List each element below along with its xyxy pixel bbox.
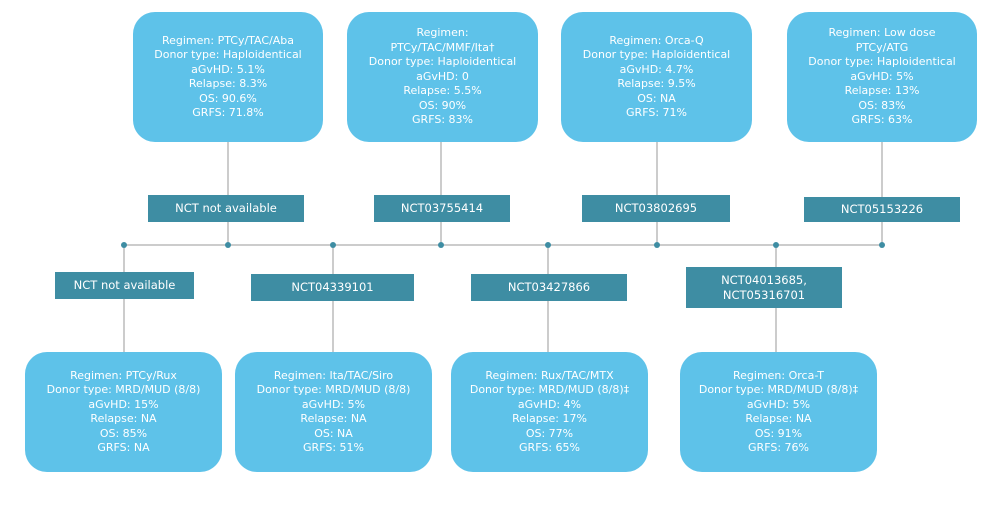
box-line: OS: 85% [99,426,148,440]
box-line: aGvHD: 4% [517,397,582,411]
box-line: Relapse: NA [745,412,812,425]
timeline-dot [438,242,444,248]
box-line: GRFS: 76% [748,441,809,454]
box-line: Donor type: MRD/MUD (8/8)‡ [698,383,859,396]
box-line: aGvHD: 5% [301,397,366,411]
box-line: PTCy/ATG [855,40,909,54]
box-line: Regimen: [416,26,469,40]
box-line: Donor type: Haploidentical [808,55,956,69]
timeline-dot [879,242,885,248]
box-line: aGvHD: 5.1% [191,62,265,76]
top-nct-label-3: NCT03802695 [582,195,730,222]
bottom-regimen-box-2: Regimen: Ita/TAC/Siro Donor type: MRD/MU… [235,352,432,472]
box-line: Regimen: PTCy/TAC/Aba [161,33,295,47]
nct-text: NCT05316701 [722,287,806,302]
nct-text: NCT not available [73,278,176,292]
timeline-dot [330,242,336,248]
timeline-dot [545,242,551,248]
nct-text: NCT05153226 [840,202,924,216]
box-line: Donor type: MRD/MUD (8/8) [46,383,201,396]
top-nct-label-2: NCT03755414 [374,195,510,222]
top-regimen-box-4: Regimen: Low dose PTCy/ATG Donor type: H… [787,12,977,142]
box-line: aGvHD: 0 [416,69,469,83]
box-line: aGvHD: 5% [850,69,914,83]
box-line: GRFS: 71.8% [192,106,264,119]
box-line: GRFS: 63% [851,113,913,127]
box-line: Relapse: 9.5% [617,77,696,90]
box-line: Regimen: Ita/TAC/Siro [273,368,394,382]
box-line: GRFS: 71% [626,106,687,119]
bottom-nct-label-3: NCT03427866 [471,274,627,301]
timeline-dot [121,242,127,248]
box-line: aGvHD: 4.7% [619,62,694,76]
top-nct-label-4: NCT05153226 [804,197,960,222]
box-line: aGvHD: 15% [88,397,159,411]
box-line: OS: 91% [754,426,803,440]
box-line: Donor type: Haploidentical [154,48,302,61]
box-line: Relapse: 8.3% [188,77,268,90]
box-line: Donor type: MRD/MUD (8/8)‡ [469,383,630,396]
nct-text: NCT04013685, [721,272,807,287]
box-line: Relapse: 5.5% [403,84,482,98]
nct-text: NCT04339101 [291,280,374,294]
timeline-dot [773,242,779,248]
box-line: OS: 83% [858,98,906,112]
bottom-regimen-box-1: Regimen: PTCy/Rux Donor type: MRD/MUD (8… [25,352,222,472]
bottom-regimen-box-4: Regimen: Orca-T Donor type: MRD/MUD (8/8… [680,352,877,472]
box-line: aGvHD: 5% [746,397,811,411]
box-line: Relapse: 13% [844,84,920,98]
box-line: OS: 90.6% [199,91,257,105]
box-line: GRFS: 83% [412,113,473,127]
nct-text: NCT03427866 [507,280,591,294]
timeline-dot [654,242,660,248]
box-line: Regimen: PTCy/Rux [70,368,177,382]
box-line: GRFS: 65% [519,441,580,454]
bottom-nct-label-2: NCT04339101 [251,274,414,301]
top-regimen-box-3: Regimen: Orca-Q Donor type: Haploidentic… [561,12,752,142]
box-line: OS: 77% [525,426,574,440]
top-regimen-box-1: Regimen: PTCy/TAC/Aba Donor type: Haploi… [133,12,323,142]
box-line: Relapse: NA [300,412,367,425]
box-line: Relapse: 17% [512,412,587,425]
box-line: Regimen: Orca-T [732,368,825,382]
top-nct-label-1: NCT not available [148,195,304,222]
bottom-regimen-box-3: Regimen: Rux/TAC/MTX Donor type: MRD/MUD… [451,352,648,472]
box-line: OS: NA [314,426,353,440]
box-line: Donor type: Haploidentical [582,48,731,61]
box-line: Relapse: NA [90,412,157,425]
bottom-nct-label-1: NCT not available [55,272,194,299]
box-line: Regimen: Orca-Q [609,33,704,47]
box-line: Donor type: Haploidentical [368,55,517,69]
box-line: OS: 90% [418,98,467,112]
box-line: PTCy/TAC/MMF/Ita† [390,40,495,54]
box-line: Regimen: Low dose [828,26,936,40]
nct-text: NCT03802695 [614,201,698,215]
nct-text: NCT not available [175,201,277,215]
box-line: GRFS: NA [97,441,150,454]
box-line: OS: NA [637,91,676,105]
top-regimen-box-2: Regimen: PTCy/TAC/MMF/Ita† Donor type: H… [347,12,538,142]
bottom-nct-label-4: NCT04013685, NCT05316701 [686,267,842,308]
box-line: GRFS: 51% [303,441,364,454]
nct-text: NCT03755414 [400,201,484,215]
box-line: Donor type: MRD/MUD (8/8) [256,383,411,396]
box-line: Regimen: Rux/TAC/MTX [485,368,614,382]
timeline-dot [225,242,231,248]
